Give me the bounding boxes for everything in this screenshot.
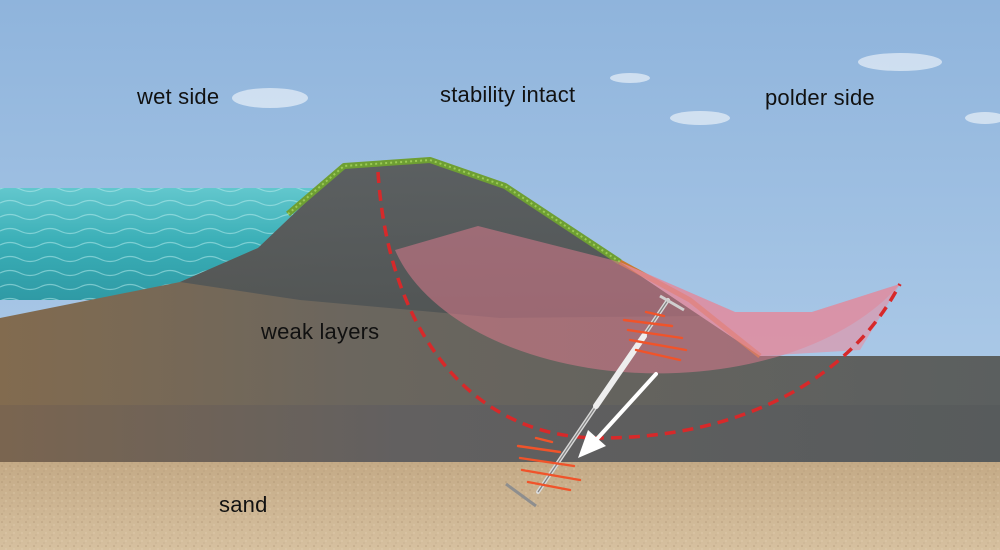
- vibration-wave-icon-lower: [516, 436, 582, 492]
- clouds: [232, 53, 1000, 125]
- label-stability: stability intact: [440, 82, 576, 107]
- label-wet-side: wet side: [137, 84, 220, 109]
- sand-texture: [0, 462, 1000, 550]
- arrow-down-left-icon: [578, 372, 658, 458]
- label-weak-layers: weak layers: [261, 319, 380, 344]
- deep-layer: [0, 405, 1000, 465]
- grass-texture: [287, 158, 621, 263]
- label-sand: sand: [219, 492, 268, 517]
- slip-zone-toe: [620, 262, 900, 356]
- label-polder-side: polder side: [765, 85, 875, 110]
- vibration-wave-icon: [622, 310, 688, 362]
